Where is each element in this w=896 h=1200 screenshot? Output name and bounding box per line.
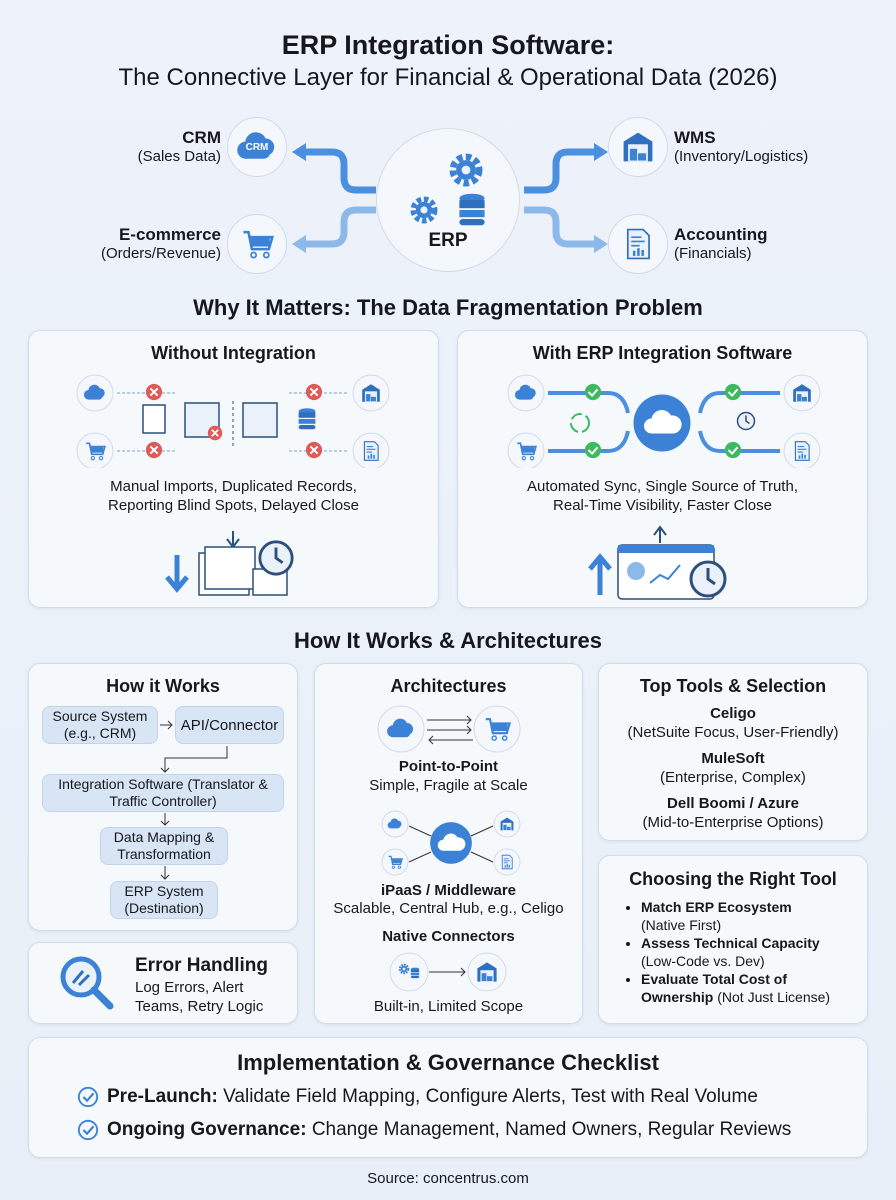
source-credit: Source: concentrus.com	[367, 1170, 529, 1187]
step-integration-software: Integration Software (Translator & Traff…	[42, 774, 284, 812]
arch-ipaas-desc: Scalable, Central Hub, e.g., Celigo	[333, 900, 564, 917]
crm-cloud-icon: CRM	[227, 117, 287, 177]
step-erp-system: ERP System (Destination)	[110, 881, 218, 919]
how-it-works-title: How it Works	[106, 676, 220, 696]
point-to-point-icon	[377, 705, 521, 753]
with-caption: Automated Sync, Single Source of Truth,R…	[527, 478, 798, 514]
arch-point-to-point-name: Point-to-Point	[398, 758, 499, 775]
erp-hub: ERP	[376, 128, 520, 272]
node-accounting: Accounting(Financials)	[674, 225, 768, 262]
node-wms: WMS(Inventory/Logistics)	[674, 128, 809, 165]
without-title: Without Integration	[151, 343, 316, 363]
title-line2: The Connective Layer for Financial & Ope…	[118, 64, 778, 91]
criterion-item: Match ERP Ecosystem(Native First)	[641, 898, 863, 934]
fragmented-data-icon	[76, 374, 390, 468]
native-connector-icon	[389, 952, 507, 992]
error-handling-panel: Error Handling Log Errors, Alert Teams, …	[28, 942, 298, 1024]
checklist-panel: Implementation & Governance Checklist Pr…	[28, 1037, 868, 1158]
architectures-title: Architectures	[390, 676, 507, 696]
check-circle-icon	[77, 1086, 99, 1108]
node-ecommerce: E-commerce(Orders/Revenue)	[100, 225, 221, 262]
hub-connectors	[292, 143, 608, 253]
with-title: With ERP Integration Software	[532, 343, 793, 363]
erp-label: ERP	[428, 230, 468, 251]
architectures-panel: Architectures Point-to-Point Simple, Fra…	[314, 663, 583, 1024]
choosing-tool-panel: Choosing the Right Tool Match ERP Ecosys…	[598, 855, 868, 1024]
dashboard-clock-icon	[588, 525, 727, 600]
without-integration-panel: Without Integration Manual Imports, Dupl…	[28, 330, 439, 608]
top-tools-title: Top Tools & Selection	[639, 676, 827, 696]
error-handling-desc: Log Errors, Alert Teams, Retry Logic	[135, 979, 264, 1015]
checklist-item-prelaunch: Pre-Launch: Validate Field Mapping, Conf…	[77, 1086, 758, 1108]
arch-point-to-point-desc: Simple, Fragile at Scale	[369, 777, 528, 794]
arch-ipaas-name: iPaaS / Middleware	[380, 882, 517, 899]
step-api-connector: API/Connector	[175, 706, 284, 744]
criterion-item: Assess Technical Capacity(Low-Code vs. D…	[641, 934, 863, 970]
tool-mulesoft: MuleSoft(Enterprise, Complex)	[660, 750, 806, 786]
error-handling-title: Error Handling	[135, 955, 269, 976]
gear-database-icon	[406, 148, 490, 228]
how-heading: How It Works & Architectures	[293, 628, 603, 653]
arch-native-desc: Built-in, Limited Scope	[373, 998, 524, 1015]
arch-native-name: Native Connectors	[382, 928, 515, 945]
step-source-system: Source System (e.g., CRM)	[42, 706, 158, 744]
step-data-mapping: Data Mapping & Transformation	[100, 827, 228, 865]
checklist-item-governance: Ongoing Governance: Change Management, N…	[77, 1119, 791, 1141]
how-it-works-panel: How it Works Source System (e.g., CRM) A…	[28, 663, 298, 931]
title-line1: ERP Integration Software:	[281, 30, 615, 60]
paper-pile-clock-icon	[165, 531, 294, 596]
tool-celigo: Celigo(NetSuite Focus, User-Friendly)	[627, 705, 839, 741]
node-crm: CRM(Sales Data)	[137, 128, 221, 165]
check-circle-icon	[77, 1119, 99, 1141]
why-heading: Why It Matters: The Data Fragmentation P…	[193, 295, 703, 320]
tool-boomi-azure: Dell Boomi / Azure(Mid-to-Enterprise Opt…	[642, 795, 824, 831]
warehouse-icon	[608, 117, 668, 177]
flow-arrows	[160, 720, 228, 880]
cart-icon	[227, 214, 287, 274]
checklist-title: Implementation & Governance Checklist	[237, 1050, 659, 1075]
magnifier-error-icon	[60, 956, 114, 1010]
criterion-item: Evaluate Total Cost of Ownership (Not Ju…	[641, 970, 863, 1006]
choosing-criteria-list: Match ERP Ecosystem(Native First) Assess…	[641, 898, 863, 1006]
without-caption: Manual Imports, Duplicated Records,Repor…	[108, 478, 359, 514]
report-icon	[608, 214, 668, 274]
synced-data-icon	[507, 374, 821, 468]
ipaas-hub-icon	[381, 810, 521, 876]
top-tools-panel: Top Tools & Selection Celigo(NetSuite Fo…	[598, 663, 868, 841]
choosing-tool-title: Choosing the Right Tool	[629, 869, 837, 889]
with-integration-panel: With ERP Integration Software Automated …	[457, 330, 868, 608]
